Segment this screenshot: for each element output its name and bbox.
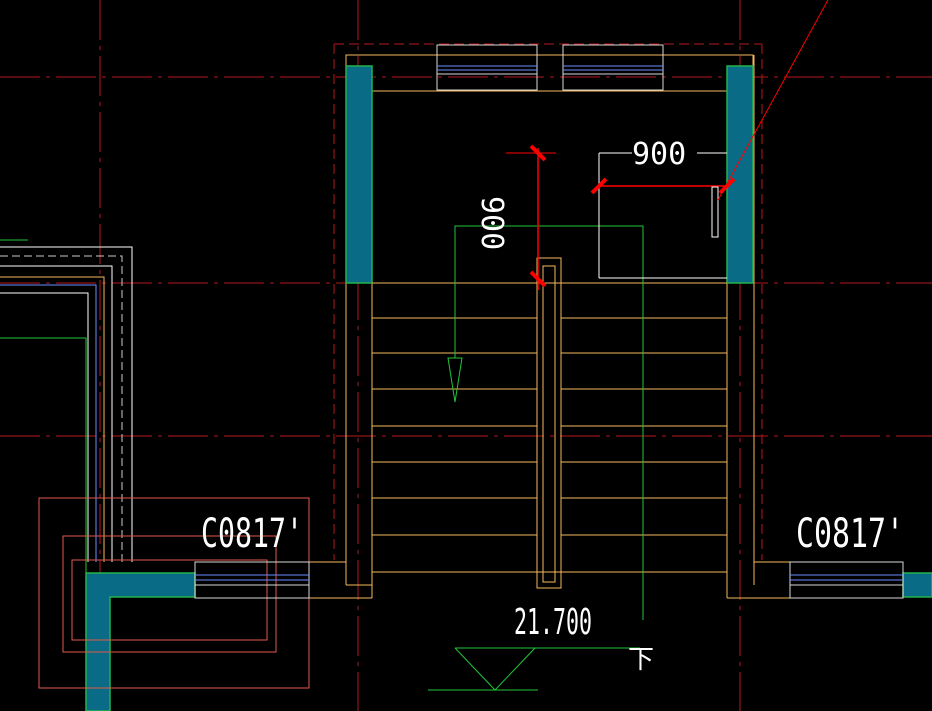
stairwell-boundary	[333, 43, 763, 560]
top-window[interactable]	[436, 44, 664, 91]
column-bottom-left[interactable]	[85, 572, 196, 711]
elevation-mark[interactable]: 21.700	[428, 602, 640, 691]
down-arrow	[447, 357, 463, 403]
window-label-left[interactable]: C0817'	[201, 511, 303, 557]
window-right[interactable]	[789, 561, 904, 599]
dim-vertical-label: 900	[474, 196, 509, 250]
stair-treads	[372, 282, 727, 573]
dim-horizontal-label: 900	[632, 137, 686, 172]
structural-columns	[85, 65, 932, 711]
column-left[interactable]	[345, 65, 373, 284]
dimension-vertical: 900	[474, 144, 556, 290]
direction-mark: 下	[628, 645, 654, 675]
window-label-right[interactable]: C0817'	[796, 511, 904, 557]
leader-line	[717, 0, 829, 201]
stairwell-walls	[309, 54, 790, 599]
dimension-horizontal: 900	[590, 137, 736, 279]
elevation-value: 21.700	[514, 602, 592, 643]
walking-line	[447, 225, 644, 620]
column-bottom-right[interactable]	[902, 572, 932, 598]
window-left[interactable]	[194, 561, 310, 599]
left-room-walls	[0, 239, 133, 573]
handrail[interactable]	[536, 257, 562, 589]
column-right[interactable]	[726, 65, 754, 284]
